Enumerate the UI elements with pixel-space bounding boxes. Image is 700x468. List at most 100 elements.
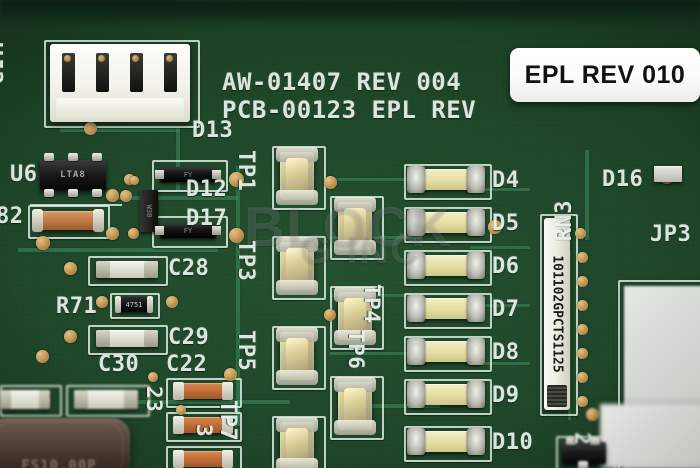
testpoint-pad-tp2: [334, 197, 376, 255]
testpoint-pad-tp7: [276, 417, 318, 468]
silkscreen-uj2: UJ2: [0, 42, 6, 86]
silkscreen-c30: C30: [98, 352, 140, 377]
silkscreen-r71: R71: [56, 294, 98, 319]
testpoint-pad-tp3: [276, 237, 318, 295]
via: [577, 348, 588, 359]
footprint-r82: [28, 205, 110, 239]
resistor-r71: 4751: [115, 296, 153, 313]
revision-label: EPL REV 010: [510, 48, 700, 102]
capacitor-c30: [0, 390, 50, 409]
led-d10: [407, 428, 485, 455]
trace: [176, 128, 180, 190]
silkscreen-tp1: TP1: [233, 150, 258, 192]
silkscreen-d5: D5: [492, 211, 520, 236]
silkscreen-part-number-line2: PCB-00123 EPL REV: [222, 96, 477, 124]
via: [96, 296, 108, 308]
trace: [108, 196, 238, 200]
footprint-d7: [404, 293, 492, 329]
via: [106, 189, 119, 202]
led-d8: [407, 338, 485, 365]
via: [488, 220, 502, 234]
crystal-oscillator: FS10.00P: [0, 418, 130, 468]
footprint-d10: [404, 426, 492, 462]
via: [64, 262, 77, 275]
footprint-c28: [88, 256, 168, 286]
trace: [330, 236, 422, 239]
via: [324, 309, 336, 321]
silkscreen-c28: C28: [168, 256, 210, 281]
capacitor-c28: [96, 261, 158, 278]
silkscreen-rn3: RN3: [552, 200, 577, 242]
via: [120, 190, 132, 202]
trace: [585, 150, 589, 240]
component-bottom-right: [562, 437, 606, 468]
revision-label-text: EPL REV 010: [524, 60, 686, 89]
trace: [330, 352, 422, 355]
trace: [340, 404, 440, 408]
via: [577, 276, 588, 287]
silkscreen-c23: 23: [142, 386, 166, 413]
trace: [470, 362, 530, 365]
silkscreen-jp3: JP3: [650, 222, 692, 247]
resistor-r71-marking: 4751: [125, 300, 143, 309]
silkscreen-d4: D4: [492, 168, 520, 193]
board-top-edge: [0, 0, 700, 26]
led-d9: [407, 381, 485, 408]
silkscreen-u6: U6: [10, 162, 38, 187]
silkscreen-d7: D7: [492, 297, 520, 322]
trace: [330, 178, 422, 181]
trace: [470, 188, 530, 191]
footprint-c23: [166, 412, 242, 442]
capacitor-c29: [96, 330, 158, 347]
silkscreen-d8: D8: [492, 340, 520, 365]
silkscreen-d10: D10: [492, 430, 534, 455]
capacitor-c30b: [74, 390, 138, 409]
trace: [100, 400, 290, 404]
diode-d17-marking: FY: [183, 226, 193, 235]
footprint-r71: [110, 293, 160, 319]
silkscreen-d9: D9: [492, 383, 520, 408]
crystal-marking: FS10.00P: [21, 458, 97, 468]
via: [176, 405, 186, 415]
testpoint-pad-tp4: [334, 287, 376, 345]
footprint-c24: [166, 446, 242, 468]
via: [64, 330, 77, 343]
via: [324, 176, 337, 189]
via: [124, 174, 135, 185]
diode-d13: FY: [154, 167, 222, 182]
resistor-r82: [32, 209, 104, 232]
diode-d13-marking: FY: [183, 170, 193, 179]
via: [36, 236, 50, 250]
silkscreen-bottom-partial: 2: [570, 432, 594, 446]
silkscreen-tp7: TP7: [215, 400, 240, 442]
shield-bracket-lower: [600, 404, 700, 468]
footprint-d6: [404, 250, 492, 286]
footprint-c30b: [66, 385, 150, 417]
connector-uj2: [50, 44, 190, 122]
silkscreen-d12: D12: [186, 177, 228, 202]
silkscreen-tp5: TP5: [233, 330, 258, 372]
testpoint-pad-tp5: [276, 327, 318, 385]
silkscreen-tp4: TP4: [360, 284, 384, 324]
silkscreen-c29: C29: [168, 325, 210, 350]
via: [148, 372, 158, 382]
diode-vertical: W3B: [140, 190, 158, 232]
via: [229, 172, 244, 187]
via: [577, 372, 588, 383]
via: [224, 368, 237, 381]
footprint-d8: [404, 336, 492, 372]
via: [586, 408, 599, 421]
led-d5: [407, 209, 485, 236]
footprint-c22: [166, 378, 242, 408]
footprint-rn3: [540, 214, 578, 416]
via: [36, 350, 49, 363]
trace: [330, 294, 422, 297]
silkscreen-r82: 82: [0, 204, 24, 229]
led-d7: [407, 295, 485, 322]
resistor-network-rn3: 101102GPCTS1125: [544, 218, 570, 410]
via: [84, 122, 97, 135]
via: [229, 228, 244, 243]
footprint-shield: [618, 280, 700, 468]
